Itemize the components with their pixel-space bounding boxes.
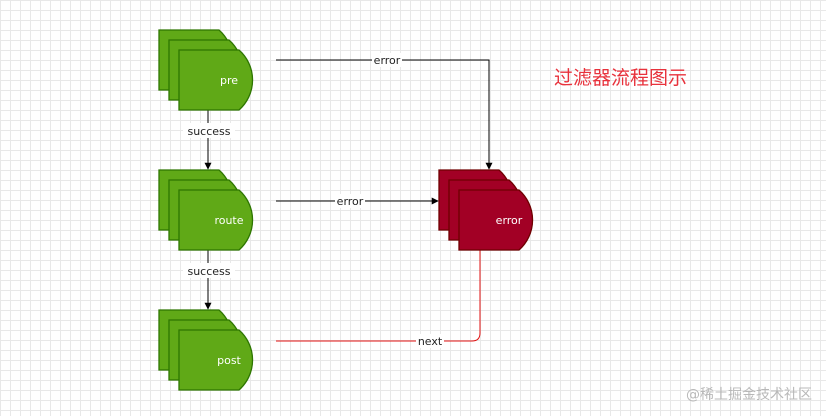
edge-label-bg [335,194,365,208]
edge-label-post-error: next [418,335,443,348]
node-post-label: post [217,354,241,367]
edge-post-error-next [276,250,481,342]
edge-label-pre-error: error [374,54,401,67]
edge-label-bg [183,263,235,278]
edge-label-route-error: error [337,195,364,208]
edge-pre-error [276,59,493,170]
edges: success success error error next [183,53,493,348]
node-route[interactable]: route [158,169,254,251]
node-pre[interactable]: pre [158,29,254,111]
edge-label-bg [416,334,444,348]
edge-label-pre-route: success [187,125,230,138]
watermark-text: @稀土掘金技术社区 [686,387,812,403]
node-error[interactable]: error [438,169,534,251]
node-route-label: route [214,214,243,227]
edge-label-route-post: success [187,265,230,278]
node-error-label: error [496,214,523,227]
node-post[interactable]: post [158,309,254,391]
diagram-title: 过滤器流程图示 [554,67,687,89]
node-pre-label: pre [220,74,238,87]
edge-label-bg [372,53,402,67]
edge-label-bg [183,123,235,138]
